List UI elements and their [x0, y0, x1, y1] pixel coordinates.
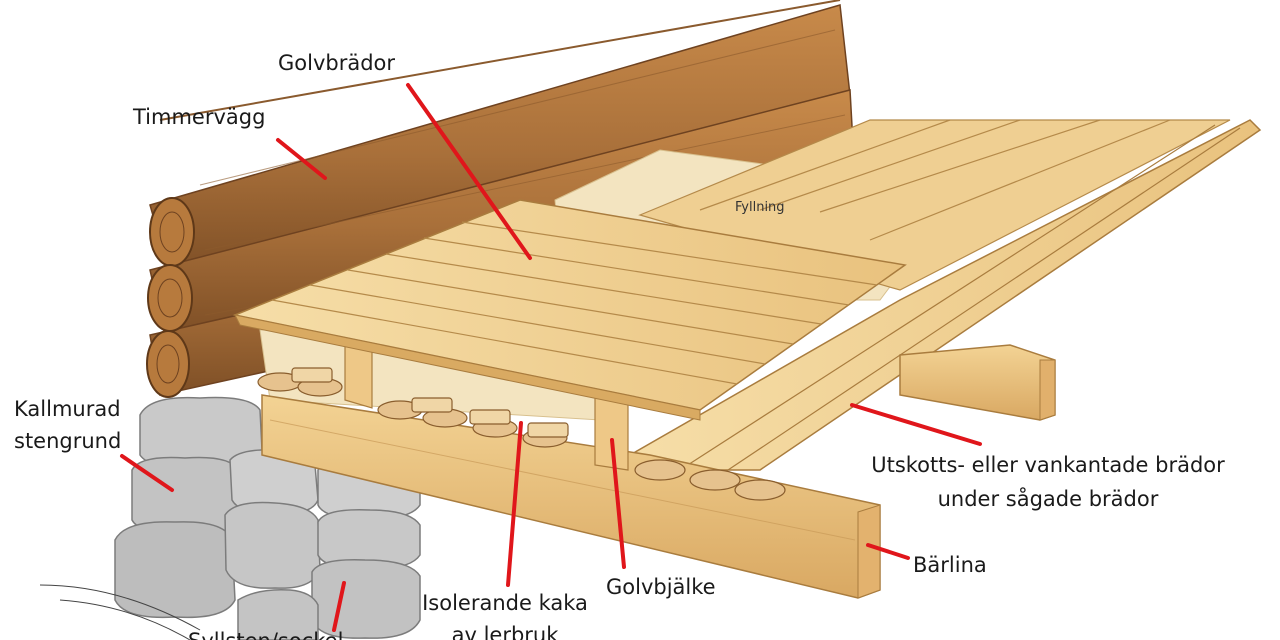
label-golvbrador: Golvbrädor: [278, 51, 396, 75]
floor-boards: [232, 199, 907, 421]
cross-beam-right: [899, 344, 1056, 421]
label-utskott-line2: under sågade brädor: [937, 487, 1159, 511]
leader-utskott: [850, 403, 982, 446]
label-fyllning: Fyllning: [735, 200, 785, 215]
leader-isolerande: [506, 421, 523, 587]
leader-golvbrador: [406, 83, 532, 260]
leader-lines: [120, 83, 982, 632]
stone-foundation: [39, 396, 421, 640]
label-kallmurad-line1: Kallmurad: [14, 397, 121, 421]
floor-joists: [344, 344, 629, 471]
label-bottom-cut: Syllsten/sockel: [188, 626, 343, 640]
label-golvbjalke: Golvbjälke: [606, 575, 716, 599]
label-kallmurad-line2: stengrund: [14, 429, 122, 453]
label-isolerande-line1: Isolerande kaka: [422, 591, 588, 615]
sill-beam: [261, 394, 881, 599]
leader-barlina: [866, 543, 910, 560]
leader-kallmurad: [120, 454, 174, 492]
clay-cakes: [257, 367, 786, 501]
leader-golvbjalke: [610, 438, 626, 569]
label-utskott-line1: Utskotts- eller vankantade brädor: [871, 453, 1225, 477]
label-isolerande-line2: av lerbruk: [451, 623, 559, 640]
leader-bottom: [332, 581, 346, 632]
label-barlina: Bärlina: [913, 553, 987, 577]
label-timmervagg: Timmervägg: [133, 105, 266, 129]
leader-timmervagg: [276, 138, 327, 180]
